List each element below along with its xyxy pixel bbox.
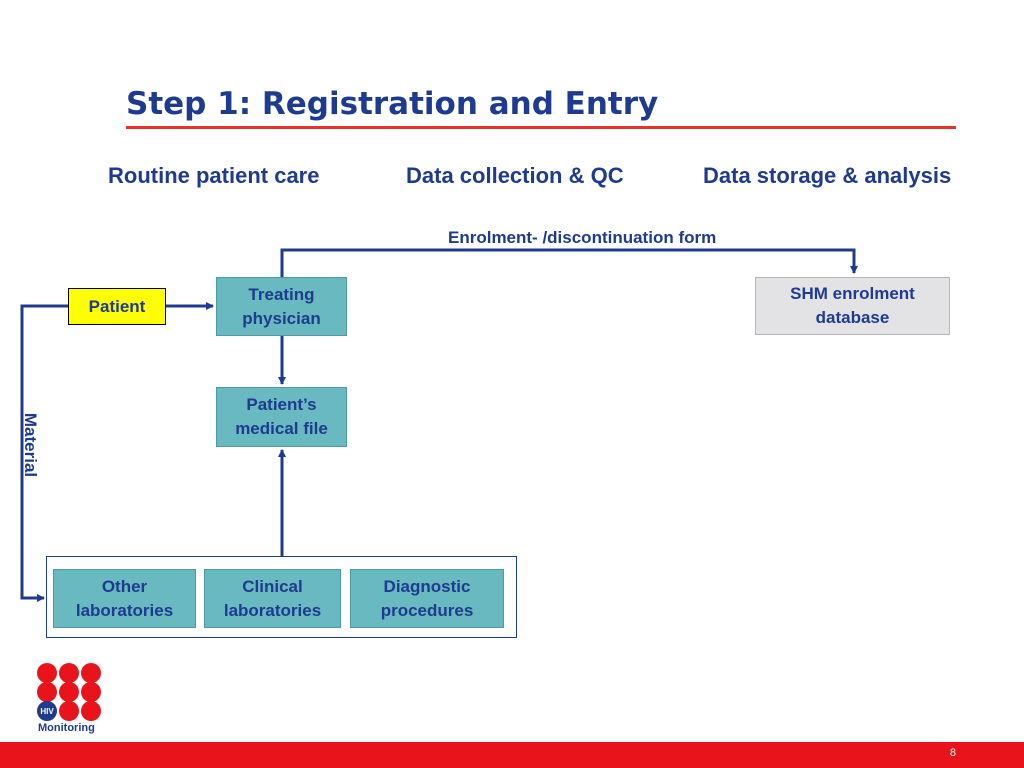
title-underline xyxy=(126,126,956,129)
logo-wordmark: Monitoring xyxy=(38,722,95,734)
medical-file-node: Patient’s medical file xyxy=(216,387,347,447)
logo-badge-text: HIV xyxy=(40,707,54,716)
hiv-monitoring-logo-icon: HIV xyxy=(37,663,101,721)
diagnostic-procedures-node: Diagnostic procedures xyxy=(350,569,504,628)
other-laboratories-node: Other laboratories xyxy=(53,569,196,628)
arrow-patient-material-to-labs xyxy=(20,304,69,602)
column-heading-patient-care: Routine patient care xyxy=(108,163,320,188)
material-label: Material xyxy=(21,412,40,478)
slide-title: Step 1: Registration and Entry xyxy=(126,86,659,122)
column-heading-data-storage: Data storage & analysis xyxy=(703,163,952,188)
clinical-laboratories-node: Clinical laboratories xyxy=(204,569,341,628)
treating-physician-node: Treating physician xyxy=(216,277,347,336)
enrolment-form-label: Enrolment- /discontinuation form xyxy=(448,228,717,247)
arrow-physician-to-database xyxy=(280,248,858,277)
column-heading-data-collection: Data collection & QC xyxy=(406,163,624,188)
page-number: 8 xyxy=(949,747,956,759)
footer-bar xyxy=(0,742,1024,768)
patient-node: Patient xyxy=(68,288,166,325)
shm-enrolment-database-node: SHM enrolment database xyxy=(755,277,950,335)
